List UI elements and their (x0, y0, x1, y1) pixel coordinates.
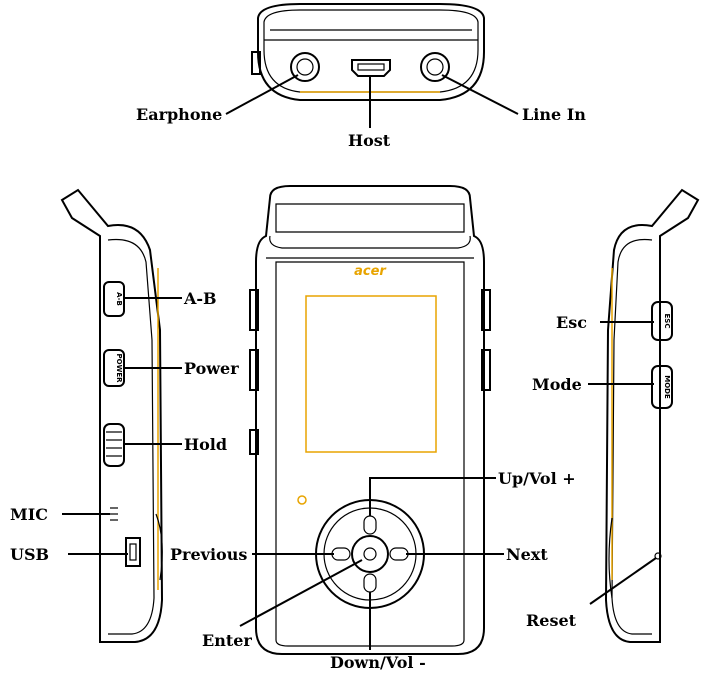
svg-text:A-B: A-B (115, 292, 123, 306)
host-port (351, 59, 391, 77)
label-reset: Reset (526, 611, 577, 630)
next-key (389, 547, 409, 561)
reset-hole (654, 552, 662, 560)
indicator-led (297, 495, 307, 505)
svg-text:MODE: MODE (663, 375, 671, 399)
svg-text:POWER: POWER (115, 354, 123, 384)
label-esc: Esc (556, 313, 587, 332)
label-enter: Enter (202, 631, 252, 650)
label-ab: A-B (183, 289, 217, 308)
label-line-in: Line In (522, 105, 586, 124)
top-view (251, 3, 485, 101)
earphone-jack (290, 52, 320, 82)
ab-button: A-B (103, 281, 125, 317)
esc-button: ESC (651, 301, 673, 341)
label-power: Power (184, 359, 239, 378)
label-up-vol: Up/Vol + (498, 469, 576, 488)
usb-port (125, 513, 163, 581)
label-usb: USB (10, 545, 49, 564)
mode-button: MODE (651, 365, 673, 409)
left-side-view: A-B POWER (60, 188, 164, 643)
down-key (363, 573, 377, 593)
previous-key (331, 547, 351, 561)
up-key (363, 515, 377, 535)
lcd-screen (305, 295, 437, 453)
power-button: POWER (103, 349, 125, 387)
label-next: Next (506, 545, 548, 564)
label-host: Host (348, 131, 391, 150)
line-in-jack (420, 52, 450, 82)
label-earphone: Earphone (136, 105, 222, 124)
label-mode: Mode (532, 375, 582, 394)
brand-logo: acer (354, 264, 387, 279)
label-down-vol: Down/Vol - (330, 653, 426, 672)
svg-text:ESC: ESC (663, 314, 671, 329)
label-previous: Previous (170, 545, 247, 564)
right-side-view: ESC MODE (604, 188, 700, 643)
label-hold: Hold (184, 435, 227, 454)
label-mic: MIC (10, 505, 48, 524)
front-view: acer (249, 185, 491, 655)
mic-holes (110, 507, 118, 521)
hold-switch (103, 423, 125, 467)
